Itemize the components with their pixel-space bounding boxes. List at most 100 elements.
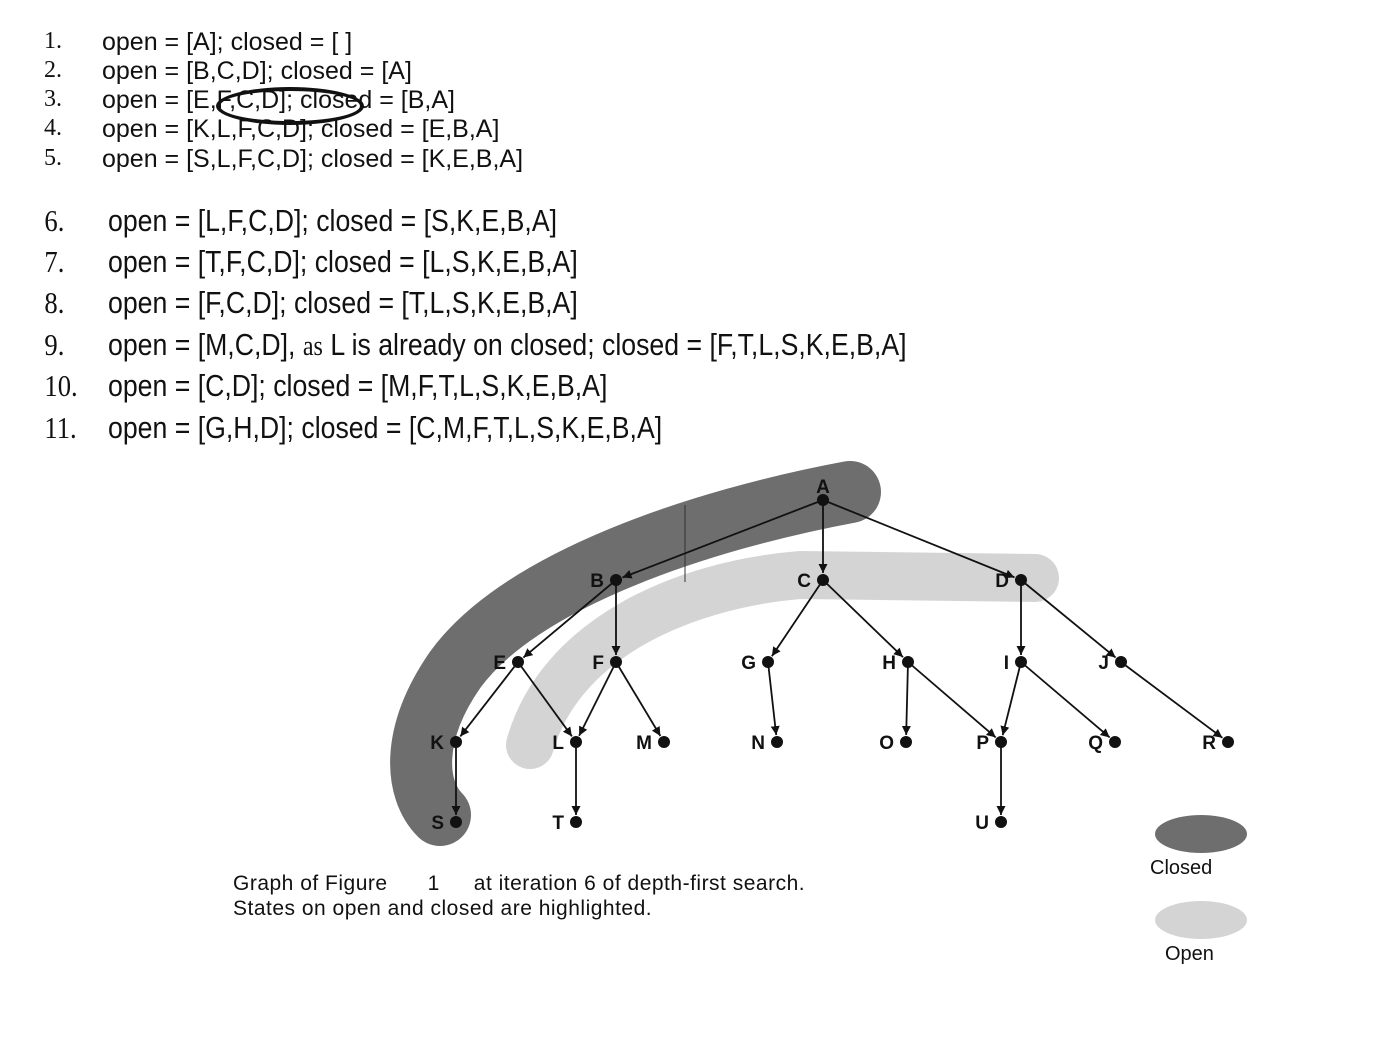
step-row: 9. open = [M,C,D], as L is already on clo… [44,327,907,363]
node-label: M [636,733,652,754]
node-label: D [995,571,1009,592]
node-O [900,736,912,748]
edge-F-M [615,661,662,737]
legend-open-label: Open [1165,943,1214,965]
edge-I-Q [1020,661,1111,739]
node-label: P [976,733,989,754]
step-number: 1. [44,28,62,54]
edge-A-B [622,499,824,579]
step-row: 6. open = [L,F,C,D]; closed = [S,K,E,B,A] [44,203,558,239]
node-label: N [751,733,765,754]
node-label: F [592,653,604,674]
node-P [995,736,1007,748]
node-S [450,816,462,828]
node-Q [1109,736,1121,748]
step-text: open = [L,F,C,D]; closed = [S,K,E,B,A] [108,203,558,238]
figure-caption-line1: Graph of Figure 1 at iteration 6 of depth-… [233,872,805,896]
edge-D-J [1020,579,1117,659]
node-label: R [1202,733,1216,754]
step-number: 5. [44,145,62,171]
step-number: 4. [44,115,62,141]
node-label: B [590,571,604,592]
node-C [817,574,829,586]
node-F [610,656,622,668]
node-label: G [741,653,756,674]
node-K [450,736,462,748]
node-N [771,736,783,748]
node-L [570,736,582,748]
node-G [762,656,774,668]
step-row: 7. open = [T,F,C,D]; closed = [L,S,K,E,B,… [44,244,578,280]
step-number: 7. [44,244,65,279]
step-row: 11. open = [G,H,D]; closed = [C,M,F,T,L,S… [44,410,663,446]
node-label: O [879,733,894,754]
node-label: J [1098,653,1109,674]
step-note: as [302,331,323,362]
node-A [817,494,829,506]
node-E [512,656,524,668]
edge-H-P [907,661,997,739]
step-text: open = [C,D]; closed = [M,F,T,L,S,K,E,B,… [108,368,608,403]
edge-E-L [517,661,573,737]
node-label: H [882,653,896,674]
node-B [610,574,622,586]
step-text: open = [G,H,D]; closed = [C,M,F,T,L,S,K,… [108,410,663,445]
node-D [1015,574,1027,586]
step-row: 1. open = [A]; closed = [ ] [44,28,353,57]
step-text: open = [B,C,D]; closed = [A] [102,57,412,85]
edge-C-H [822,579,904,658]
node-I [1015,656,1027,668]
edge-C-G [771,579,824,657]
node-label: L [552,733,564,754]
edge-G-N [767,661,780,736]
edge-E-K [459,661,519,738]
legend-closed-label: Closed [1150,857,1213,879]
node-M [658,736,670,748]
node-label: A [816,477,830,498]
step-number: 3. [44,86,62,112]
node-T [570,816,582,828]
step-text: L is already on closed; closed = [F,T,L,… [322,327,907,362]
open-highlight-band [506,551,1059,769]
step-number: 11. [44,410,77,445]
node-H [902,656,914,668]
edge-F-L [578,661,617,737]
closed-highlight-band [390,461,881,846]
caption-text: at iteration 6 of depth-first search. [473,872,806,895]
legend-open-swatch [1155,901,1247,939]
node-label: T [552,813,564,834]
step-text: open = [M,C,D], [108,327,303,362]
node-U [995,816,1007,828]
node-label: Q [1088,733,1103,754]
step-text: open = [T,F,C,D]; closed = [L,S,K,E,B,A] [108,244,578,279]
node-label: I [1004,653,1009,674]
node-label: S [431,813,444,834]
step-number: 10. [44,368,78,403]
node-label: C [797,571,811,592]
edge-J-R [1120,661,1223,739]
step-row: 5. open = [S,L,F,C,D]; closed = [K,E,B,A] [44,145,524,174]
step-text: open = [F,C,D]; closed = [T,L,S,K,E,B,A] [108,285,578,320]
legend-closed-swatch [1155,815,1247,853]
step-number: 9. [44,327,65,362]
edge-B-E [522,579,617,659]
step-number: 2. [44,57,62,83]
step-text: open = [A]; closed = [ ] [102,28,353,56]
step-number: 8. [44,285,65,320]
step-text: open = [S,L,F,C,D]; closed = [K,E,B,A] [102,145,524,173]
edge-I-P [1000,661,1022,736]
figure-caption-line2: States on open and closed are highlighte… [233,897,653,920]
node-J [1115,656,1127,668]
highlight-ellipse [216,87,364,125]
step-number: 6. [44,203,65,238]
step-row: 2. open = [B,C,D]; closed = [A] [44,57,412,86]
step-row: 10. open = [C,D]; closed = [M,F,T,L,S,K,E… [44,368,608,404]
caption-text: Graph of Figure [233,872,388,895]
node-R [1222,736,1234,748]
step-row: 8. open = [F,C,D]; closed = [T,L,S,K,E,B,… [44,285,578,321]
node-label: E [493,653,506,674]
figure-number: 1 [427,872,440,895]
node-label: K [430,733,444,754]
edge-A-D [822,499,1015,579]
